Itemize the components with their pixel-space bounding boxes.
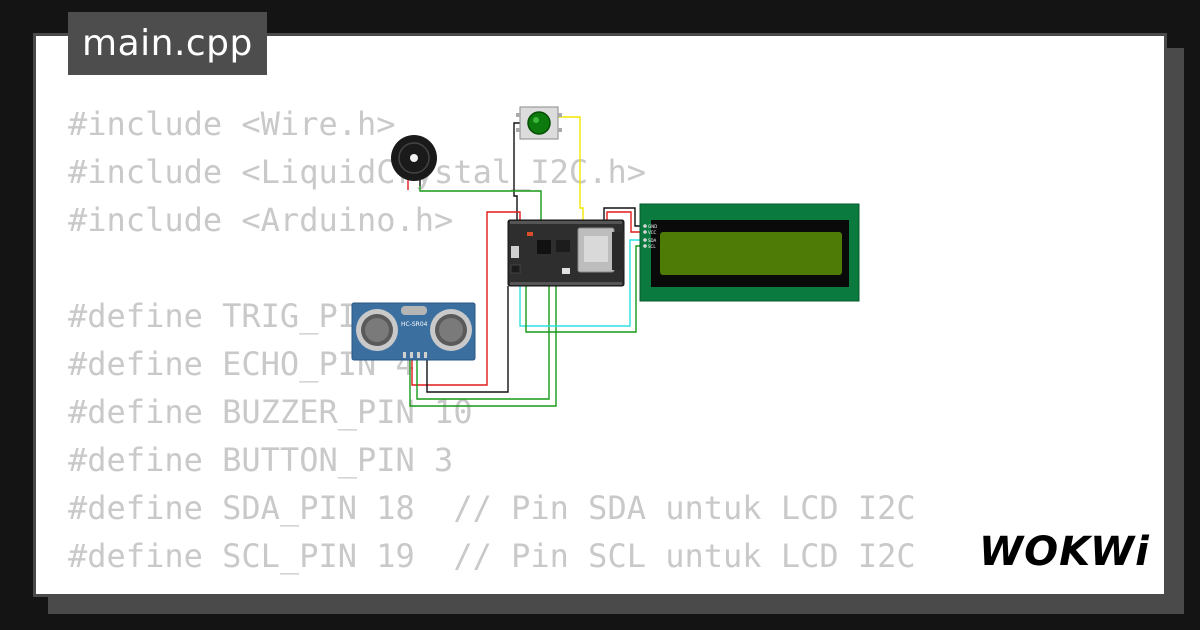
push-button[interactable] [516,106,562,140]
wire-red-vcc [411,211,521,386]
code-line: #include <Wire.h> [68,105,396,143]
code-line: #define ECHO_PIN 4 [68,345,415,383]
esp32-board[interactable] [507,219,625,287]
code-line: #define SCL_PIN 19 // Pin SCL untuk LCD … [68,537,916,575]
code-line: #define BUZZER_PIN 10 [68,393,473,431]
lcd-pin-dots [643,224,647,248]
wire-black-gnd [426,286,509,393]
wokwi-logo-text: WOKWi [979,529,1150,575]
lcd-pin-label: GND [648,224,657,229]
buzzer[interactable] [391,135,437,190]
wires [409,116,646,407]
code-preview: #include <Wire.h> #include <LiquidCrystal… [68,100,916,580]
file-tab[interactable]: main.cpp [68,12,267,75]
lcd-pin-label: SCL [648,244,656,249]
lcd-display[interactable]: GND VCC SDA SCL [639,203,860,302]
sensor-label: HC-SR04 [401,321,428,328]
code-line: #define BUTTON_PIN 3 [68,441,454,479]
lcd-pin-label: SDA [648,238,657,243]
wire-green-buzzer [419,186,542,222]
wire-green-trig [416,286,550,400]
lcd-pin-label: VCC [648,230,657,235]
wokwi-logo-icon: WOKWi [979,529,1150,575]
pin-header-top [510,221,622,224]
wire-cyan-sda [519,239,646,327]
wire-yellow [555,116,584,222]
wire-black-lcd [603,207,646,227]
wire-black-button [513,122,523,222]
project-preview-card[interactable] [33,33,1167,597]
wokwi-logo[interactable]: WOKWi [975,525,1151,579]
ultrasonic-sensor[interactable]: HC-SR04 [351,302,476,361]
code-line: #include <LiquidCrystal_I2C.h> [68,153,646,191]
code-line: #define SDA_PIN 18 // Pin SDA untuk LCD … [68,489,916,527]
wire-green-scl [525,245,646,333]
pin-header-bottom [510,282,622,285]
sensor-pins [403,352,427,358]
code-line: #include <Arduino.h> [68,201,454,239]
wire-red-lcd [606,211,646,233]
wire-green-echo [409,286,557,407]
